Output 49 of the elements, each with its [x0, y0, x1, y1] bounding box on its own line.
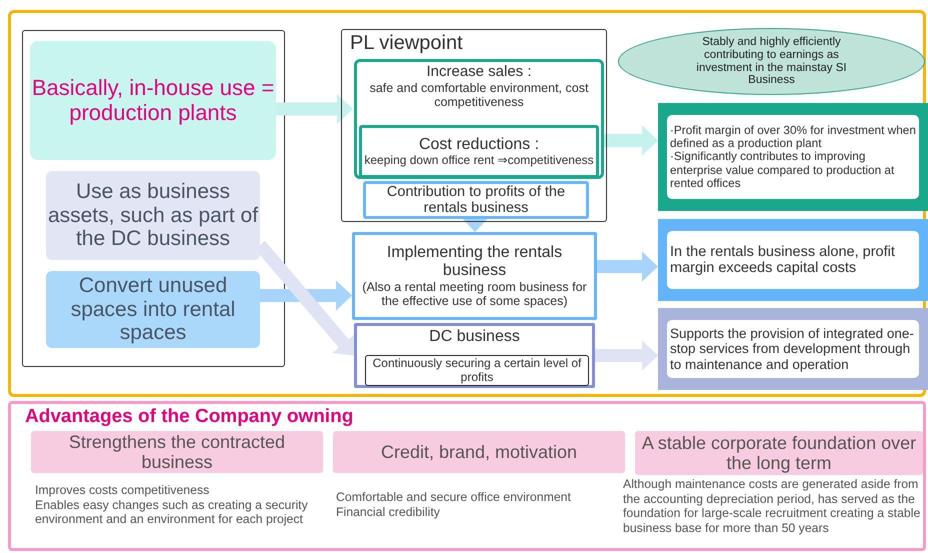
box-text: safe and comfortable environment, cost competitiveness	[368, 80, 590, 109]
body-text: Financial credibility	[336, 504, 441, 519]
box-text: (Also a rental meeting room business for the effective use of some spaces)	[361, 280, 588, 308]
body-text: Improves costs competitiveness	[35, 483, 210, 498]
result-text: In the rentals business alone, profit margin exceeds capital costs	[670, 244, 896, 276]
advantage-band	[333, 431, 625, 473]
arrow	[460, 216, 490, 232]
box-title: Strengthens the contracted business	[68, 432, 286, 472]
arrow	[603, 126, 658, 156]
body-text: Comfortable and secure office environment	[336, 490, 572, 504]
box-title: Contribution to profits of the rentals business	[386, 184, 566, 216]
result-text: Supports the provision of integrated one-stop services from development through to maintenance and operation	[670, 326, 915, 372]
box-title: Basically, in-house use = production plants	[30, 76, 276, 126]
business-box	[352, 232, 597, 320]
body-text: Although maintenance costs are generated aside from the accounting depreciation period, has served as the foundation for large-scale recruitment creating a stable business base for more than 50 years	[623, 477, 921, 535]
arrow	[260, 280, 352, 310]
result-panel	[658, 308, 928, 390]
box-text: keeping down office rent ⇒competitiveness	[364, 154, 594, 168]
box-title: Credit, brand, motivation	[380, 442, 578, 462]
bullet-text: ·Profit margin of over 30% for investment when defined as a production plant	[670, 124, 916, 150]
advantage-band	[31, 431, 323, 473]
benefit-box	[359, 125, 599, 178]
box-title: A stable corporate foundation over the long term	[640, 432, 918, 474]
box-title: DC business	[429, 328, 520, 346]
note-box	[365, 355, 589, 386]
business-box	[354, 323, 595, 388]
box-title: Use as business assets, such as part of the DC business	[46, 180, 260, 251]
result-panel	[658, 219, 928, 301]
box-title: Convert unused spaces into rental spaces	[70, 274, 236, 345]
arrow	[595, 340, 658, 370]
result-panel	[658, 103, 928, 211]
box-title: Increase sales :	[426, 64, 532, 81]
use-box	[30, 41, 276, 160]
box-title: Advantages of the Company owning	[25, 406, 354, 428]
box-title: Stably and highly efficiently contributing to earnings as investment in the mainstay SI Business	[695, 36, 848, 88]
bullet-text: ·Significantly contributes to improving enterprise value compared to production at rented offices	[670, 150, 896, 190]
advantages-panel	[8, 401, 926, 551]
arrow	[276, 94, 353, 124]
benefit-box	[363, 181, 589, 219]
viewpoint-frame	[341, 29, 607, 222]
benefit-box	[354, 59, 604, 179]
body-text: Enables easy changes such as creating a security environment and an environment for each project	[35, 498, 309, 526]
box-title: Cost reductions :	[418, 136, 540, 154]
box-title: Continuously securing a certain level of profits	[372, 357, 582, 384]
box-title: Implementing the rentals business	[386, 244, 564, 280]
use-box	[46, 171, 260, 260]
use-box	[46, 271, 260, 348]
box-title: PL viewpoint	[350, 32, 463, 54]
arrow	[597, 252, 658, 282]
